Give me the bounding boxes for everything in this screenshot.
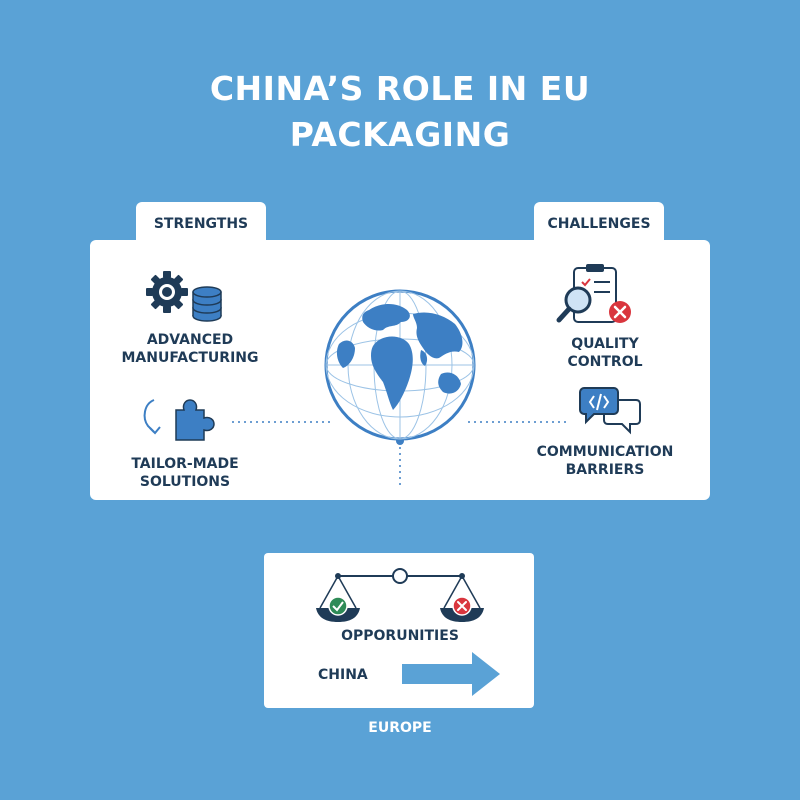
globe-icon [324,289,476,441]
quality-control-label: QUALITY CONTROL [567,336,643,370]
page-title: CHINA’S ROLE IN EU PACKAGING [0,66,800,158]
communication-barriers-label: COMMUNICATION BARRIERS [536,444,674,478]
clipboard-magnifier-icon [556,264,631,323]
opportunities-label: OPPORUNITIES [341,628,459,644]
europe-label: EUROPE [368,720,432,736]
scale-icon [316,568,484,622]
chat-bubbles-icon [579,387,641,435]
title-line-1: CHINA’S ROLE IN EU [209,69,591,108]
advanced-manufacturing-label: ADVANCED MANUFACTURING [121,332,259,366]
puzzle-piece-icon [143,399,215,441]
tailor-made-label: TAILOR-MADE SOLUTIONS [131,456,239,490]
arrow-right-icon [402,652,500,696]
title-line-2: PACKAGING [289,115,511,154]
gear-database-icon [146,271,222,322]
china-label: CHINA [318,667,368,683]
